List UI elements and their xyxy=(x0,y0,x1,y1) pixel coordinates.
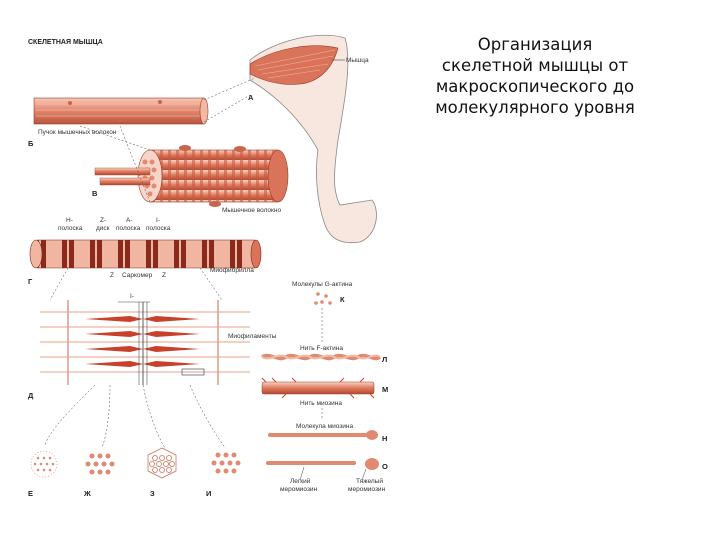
myofilaments-label: Миофиламенты xyxy=(228,333,277,340)
myosin-molecule-label: Молекула миозина xyxy=(296,423,353,430)
i-band-label: I-полоска xyxy=(146,217,171,232)
sarcomere-label: Саркомер xyxy=(122,272,153,279)
myosin-molecule xyxy=(268,430,378,440)
meromyosin xyxy=(266,458,379,481)
letter-g: Г xyxy=(28,277,33,286)
diagram-header: СКЕЛЕТНАЯ МЫШЦА xyxy=(28,39,103,46)
i-mark: I- xyxy=(130,293,134,300)
letter-a: А xyxy=(248,93,254,102)
fiber-bundle xyxy=(33,97,209,125)
letter-z: З xyxy=(150,489,155,498)
z-right-label: Z xyxy=(162,272,166,279)
a-band-label: A-полоска xyxy=(116,217,141,232)
f-actin-label: Нить F-актина xyxy=(300,345,343,352)
cross-sections xyxy=(30,384,241,479)
h-band-label: H-полоска xyxy=(58,217,83,232)
g-actin-molecules xyxy=(314,292,332,305)
letter-d: Д xyxy=(28,391,34,400)
muscle-fiber-label: Мышечное волокно xyxy=(222,207,281,214)
f-actin-filament xyxy=(261,353,382,361)
title-line-2: скелетной мышцы от xyxy=(441,56,629,75)
letter-i: И xyxy=(206,489,211,498)
letter-k: К xyxy=(340,295,345,304)
title-line-1: Организация xyxy=(477,35,593,54)
muscle-fiber-cylinder xyxy=(94,145,289,207)
letter-v: В xyxy=(92,189,98,198)
letter-m: М xyxy=(382,385,388,394)
muscle-label: Мышца xyxy=(346,57,369,64)
slide-title: Организация скелетной мышцы от макроскоп… xyxy=(420,34,650,118)
letter-zh: Ж xyxy=(83,489,91,498)
letter-o: О xyxy=(382,462,388,471)
letter-e: Е xyxy=(28,489,33,498)
myofibril xyxy=(29,239,262,269)
arm-illustration xyxy=(249,34,377,244)
letter-n: Н xyxy=(382,434,387,443)
g-actin-label: Молекулы G-актина xyxy=(292,281,353,288)
letter-b: Б xyxy=(28,139,34,148)
letter-l: Л xyxy=(382,355,387,364)
sarcomere-detail xyxy=(40,300,250,385)
z-disc-label: Z-диск xyxy=(96,217,110,232)
myosin-filament xyxy=(261,377,375,399)
fiber-bundle-label: Пучок мышечных волокон xyxy=(38,129,117,136)
title-line-4: молекулярного уровня xyxy=(435,98,635,117)
z-left-label: Z xyxy=(110,272,114,279)
title-line-3: макроскопического до xyxy=(435,77,635,96)
myofibril-label: Миофибрилла xyxy=(210,266,254,274)
myosin-filament-label: Нить миозина xyxy=(300,400,342,407)
